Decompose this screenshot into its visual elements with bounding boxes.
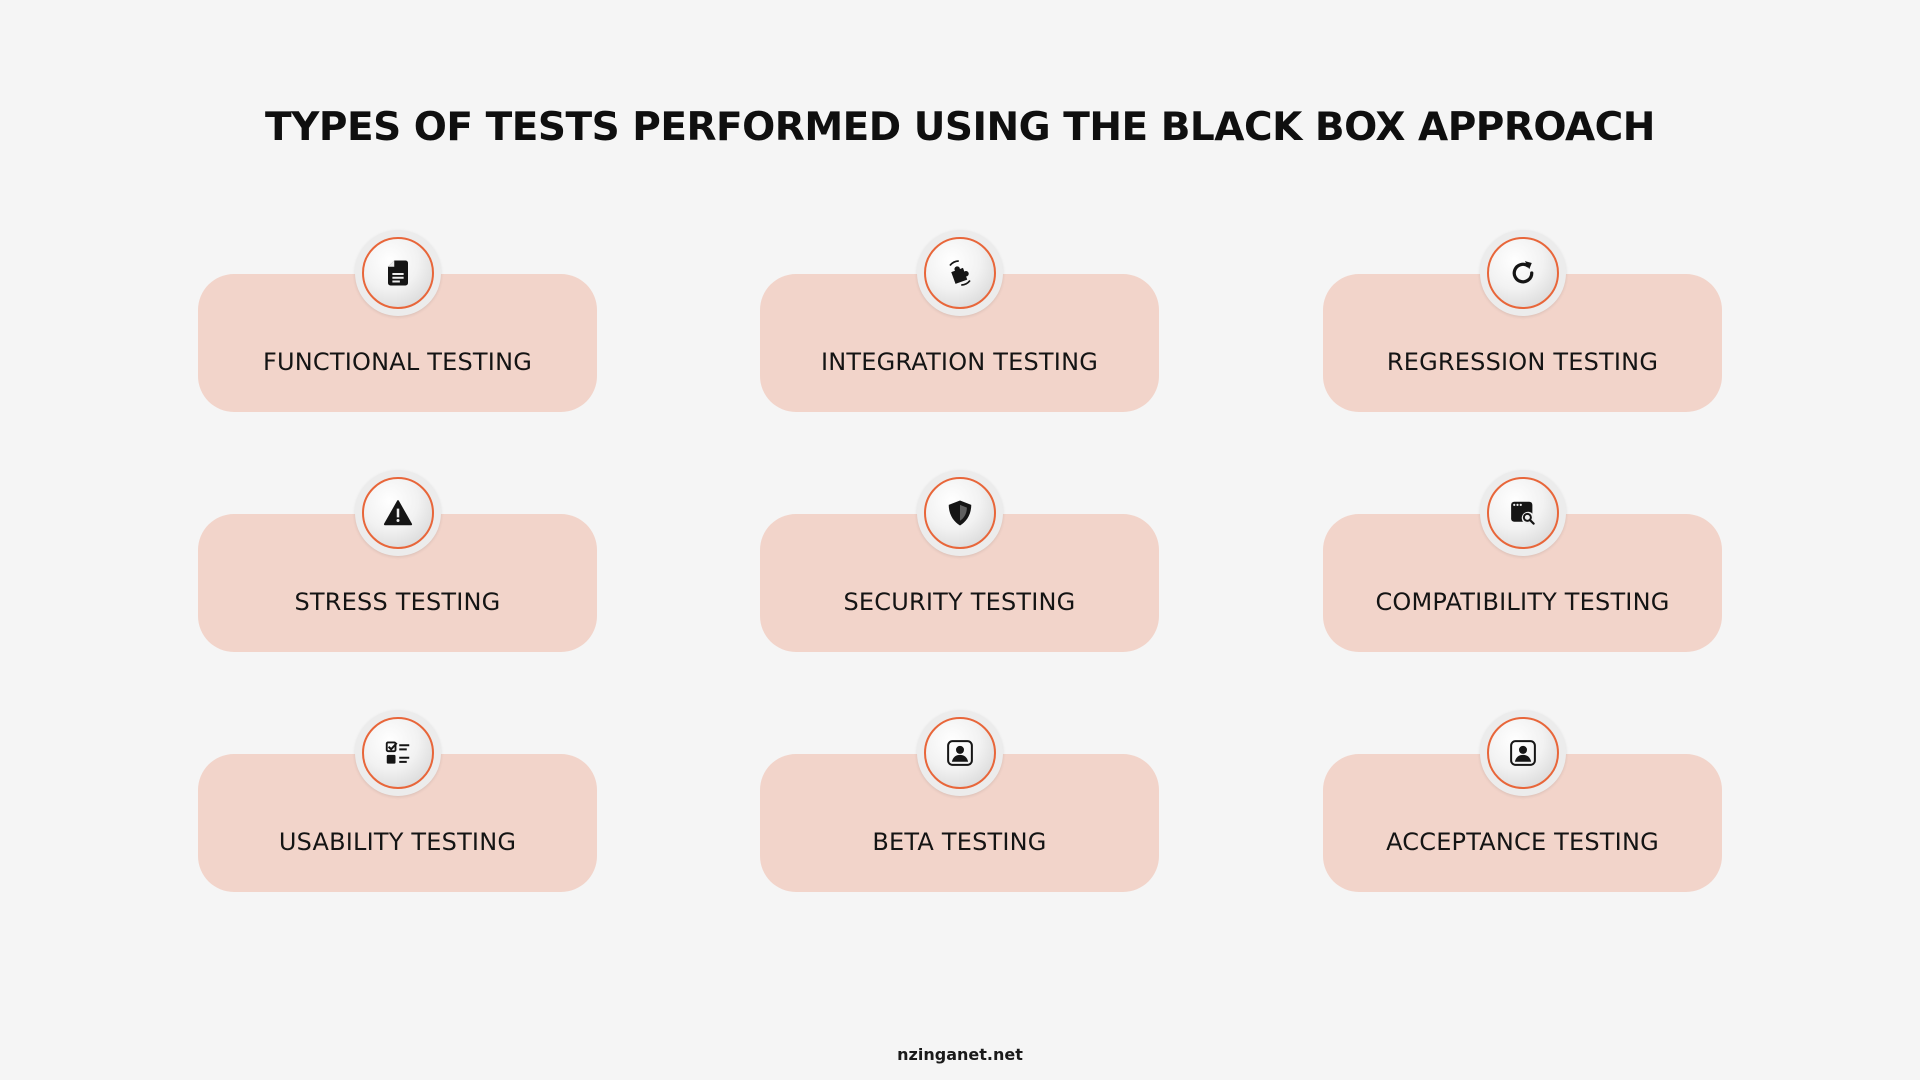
- card-label: SECURITY TESTING: [843, 588, 1076, 616]
- badge-security-testing: [917, 470, 1003, 556]
- card-label: STRESS TESTING: [294, 588, 501, 616]
- checklist-icon: [385, 741, 410, 764]
- card-label: USABILITY TESTING: [278, 828, 517, 856]
- shield-icon: [948, 500, 972, 526]
- badge-regression-testing: [1480, 230, 1566, 316]
- card-label: COMPATIBILITY TESTING: [1375, 588, 1670, 616]
- badge-compatibility-testing: [1480, 470, 1566, 556]
- badge-functional-testing: [355, 230, 441, 316]
- user-square-icon: [1510, 740, 1536, 766]
- footer-site-url: nzinganet.net: [897, 1045, 1023, 1064]
- browser-search-icon: [1511, 501, 1535, 525]
- badge-acceptance-testing: [1480, 710, 1566, 796]
- page-title: TYPES OF TESTS PERFORMED USING THE BLACK…: [265, 105, 1655, 150]
- badge-beta-testing: [917, 710, 1003, 796]
- refresh-icon: [1512, 261, 1534, 284]
- badge-stress-testing: [355, 470, 441, 556]
- badge-integration-testing: [917, 230, 1003, 316]
- warning-icon: [383, 500, 413, 526]
- card-label: INTEGRATION TESTING: [820, 348, 1099, 376]
- card-label: FUNCTIONAL TESTING: [262, 348, 533, 376]
- document-icon: [388, 260, 408, 286]
- card-label: REGRESSION TESTING: [1386, 348, 1659, 376]
- badge-usability-testing: [355, 710, 441, 796]
- card-integration-testing: INTEGRATION TESTING: [760, 274, 1159, 412]
- card-label: BETA TESTING: [872, 828, 1047, 856]
- card-label: ACCEPTANCE TESTING: [1386, 828, 1659, 856]
- user-square-icon: [947, 740, 973, 766]
- card-stress-testing: STRESS TESTING: [198, 514, 597, 652]
- puzzle-icon: [949, 260, 971, 286]
